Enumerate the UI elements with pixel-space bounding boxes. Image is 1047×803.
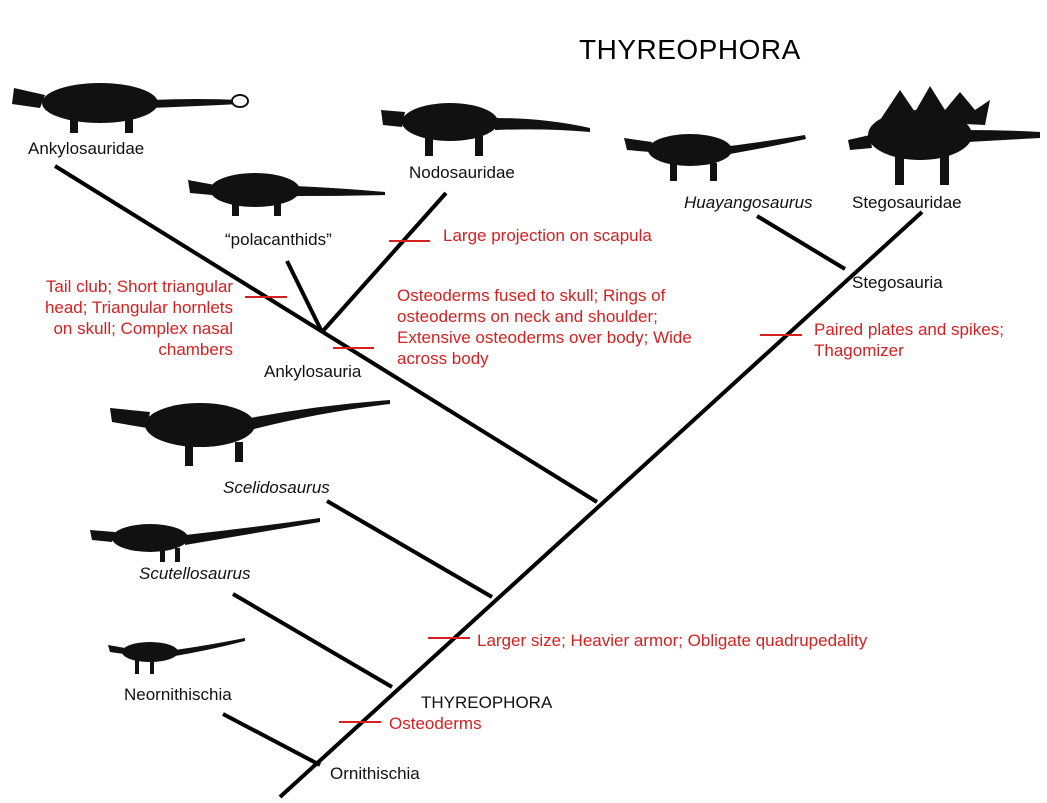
trait-ankylosaurid-line-2: head; Triangular hornlets <box>44 298 233 317</box>
label-nodosauridae: Nodosauridae <box>409 163 515 182</box>
branch-scutellosaurus <box>231 592 394 689</box>
diagram-title: THYREOPHORA <box>579 34 801 65</box>
label-ornithischia: Ornithischia <box>330 764 420 783</box>
scelidosaurus-silhouette <box>110 400 390 466</box>
label-neornithischia: Neornithischia <box>124 685 232 704</box>
label-thyreophora-node: THYREOPHORA <box>421 693 553 712</box>
polacanthid-silhouette <box>188 173 385 216</box>
nodosaurid-silhouette <box>381 103 590 156</box>
label-stegosauridae: Stegosauridae <box>852 193 962 212</box>
label-ankylosauridae: Ankylosauridae <box>28 139 145 158</box>
scutellosaurus-silhouette <box>90 518 320 562</box>
branch-nodosauridae <box>320 191 448 334</box>
trait-scapula: Large projection on scapula <box>443 226 652 245</box>
branch-neornithischia <box>222 712 321 767</box>
label-scutellosaurus: Scutellosaurus <box>139 564 251 583</box>
stegosaurid-silhouette <box>848 86 1040 185</box>
label-scelidosaurus: Scelidosaurus <box>223 478 330 497</box>
branch-huayangosaurus <box>755 214 847 271</box>
trait-ankylosaurian-line-2: osteoderms on neck and shoulder; <box>397 307 658 326</box>
trait-ankylosaurid-line-1: Tail club; Short triangular <box>45 277 233 296</box>
trait-ankylosaurid-line-4: chambers <box>158 340 233 359</box>
trait-ankylosaurian-line-3: Extensive osteoderms over body; Wide <box>397 328 692 347</box>
neornithischian-silhouette <box>108 638 245 674</box>
branch-main-trunk <box>278 210 924 799</box>
huayangosaurus-silhouette <box>624 134 806 181</box>
label-ankylosauria: Ankylosauria <box>264 362 362 381</box>
trait-ankylosaurian: Osteoderms fused to skull; Rings of oste… <box>397 285 692 369</box>
ankylosaurid-silhouette <box>12 83 249 133</box>
trait-ankylosaurid: Tail club; Short triangular head; Triang… <box>15 276 233 360</box>
trait-ankylosaurid-line-3: on skull; Complex nasal <box>53 319 233 338</box>
trait-stegosaurian-line-1: Paired plates and spikes; <box>814 320 1004 339</box>
trait-ankylosaurian-line-1: Osteoderms fused to skull; Rings of <box>397 286 666 305</box>
trait-osteoderms: Osteoderms <box>389 714 482 733</box>
trait-larger: Larger size; Heavier armor; Obligate qua… <box>477 631 868 650</box>
branch-scelidosaurus <box>325 499 494 599</box>
label-huayangosaurus: Huayangosaurus <box>684 193 813 212</box>
trait-stegosaurian: Paired plates and spikes; Thagomizer <box>814 319 1004 361</box>
trait-ankylosaurian-line-4: across body <box>397 349 489 368</box>
label-polacanthids: “polacanthids” <box>225 230 332 249</box>
label-stegosauria: Stegosauria <box>852 273 943 292</box>
trait-stegosaurian-line-2: Thagomizer <box>814 341 904 360</box>
branch-polacanthids <box>285 260 324 333</box>
branch-ankylosaur-stem <box>53 164 599 504</box>
